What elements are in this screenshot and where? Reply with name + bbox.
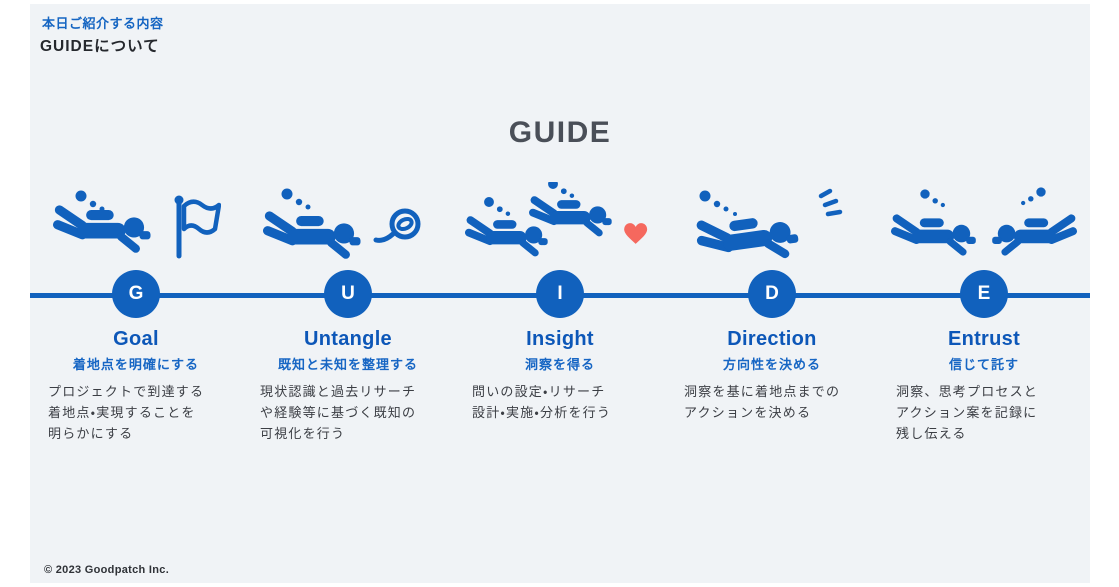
alert-dashes-icon [818,188,843,217]
step-subtitle: 着地点を明確にする [72,357,200,372]
main-title: GUIDE [508,116,612,149]
step-title: Entrust [947,328,1021,350]
step-insight: I Insight 洞察を得る 問いの設定・リサーチ 設計・実施・分析を行う [454,4,666,583]
diver-alert-icon [687,188,843,266]
step-description: 現状認識と過去リサーチ や経験等に基づく既知の 可視化を行う [260,384,417,441]
step-title: Untangle [304,328,392,350]
two-divers-with-heart-icon [465,182,648,266]
heart-icon [624,223,648,244]
step-title: Goal [113,328,159,350]
slide: 本日ご紹介する内容 GUIDEについて GUIDE G Goal 着地点を明確 [30,4,1090,583]
diver-with-flag-icon [51,190,221,259]
two-divers-facing-icon [889,187,1079,266]
step-direction: D Direction 方向性を決める 洞察を基に着地点までの アクションを決め… [666,4,878,583]
step-subtitle: 信じて託す [948,357,1019,372]
step-entrust: E Entrust 信じて託す 洞察、思考プロセスと アクション案を記録に 残し… [878,4,1090,583]
step-subtitle: 方向性を決める [722,357,821,372]
step-description: 洞察を基に着地点までの アクションを決める [684,384,841,420]
diver-with-tangle-icon [263,188,421,266]
step-description: 洞察、思考プロセスと アクション案を記録に 残し伝える [896,384,1039,441]
step-untangle: U Untangle 既知と未知を整理する 現状認識と過去リサーチ や経験等に基… [242,4,454,583]
step-letter-badge: E [960,270,1008,318]
page-title: GUIDEについて [40,38,160,55]
step-letter-badge: U [324,270,372,318]
step-subtitle: 洞察を得る [524,357,595,372]
steps-row: G Goal 着地点を明確にする プロジェクトで到達する 着地点・実現することを… [30,4,1090,583]
header-eyebrow: 本日ご紹介する内容 [42,16,164,31]
step-letter-badge: G [112,270,160,318]
step-letter-badge: D [748,270,796,318]
step-title: Direction [727,328,817,350]
step-description: プロジェクトで到達する 着地点・実現することを 明らかにする [48,384,205,441]
step-subtitle: 既知と未知を整理する [277,357,418,372]
step-title: Insight [526,328,594,350]
step-description: 問いの設定・リサーチ 設計・実施・分析を行う [472,384,612,420]
step-letter-badge: I [536,270,584,318]
step-goal: G Goal 着地点を明確にする プロジェクトで到達する 着地点・実現することを… [30,4,242,583]
copyright: © 2023 Goodpatch Inc. [44,564,170,576]
